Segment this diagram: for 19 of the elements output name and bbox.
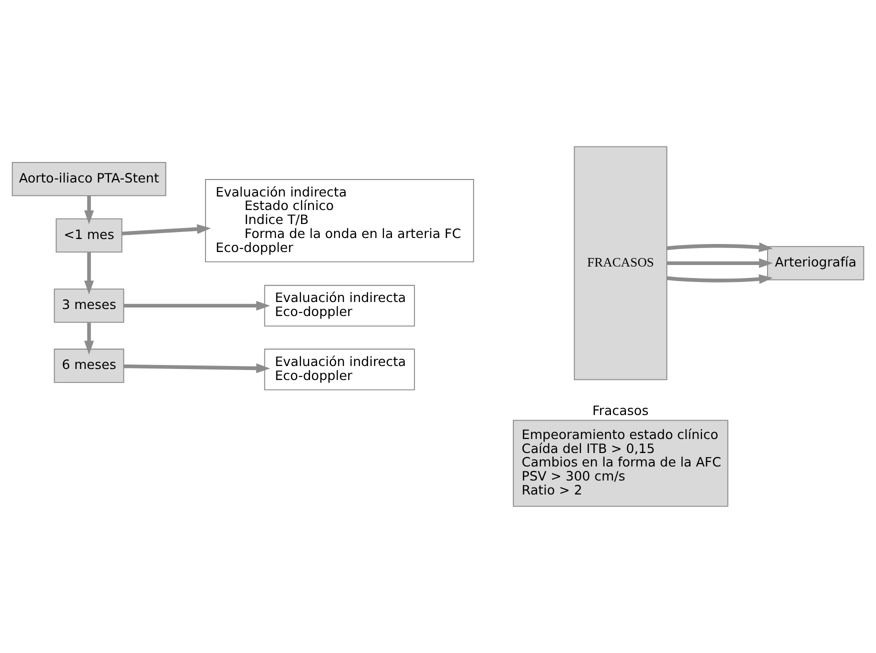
node-box: Arteriografía (767, 246, 864, 280)
node-box: 6 meses (54, 348, 124, 383)
node-box: FRACASOS (574, 146, 668, 380)
arrow (666, 274, 773, 284)
node-box: Evaluación indirecta Eco-doppler (264, 348, 415, 390)
node-box: Aorto-iliaco PTA-Stent (12, 162, 166, 196)
node-box: <1 mes (56, 218, 122, 253)
node-box: Evaluación indirecta Estado clínico Indice T/B Forma de la onda en la arteria FC Eco-doppler (205, 179, 474, 262)
node-box: 3 meses (54, 288, 124, 323)
arrow (122, 224, 211, 236)
arrow (124, 300, 270, 311)
arrow (84, 196, 94, 224)
arrow (84, 252, 94, 295)
arrow (666, 242, 773, 252)
arrow (124, 363, 270, 374)
node-label: Fracasos (592, 404, 649, 419)
arrow (84, 322, 94, 355)
arrow (666, 258, 773, 268)
node-box: Evaluación indirecta Eco-doppler (264, 284, 415, 326)
